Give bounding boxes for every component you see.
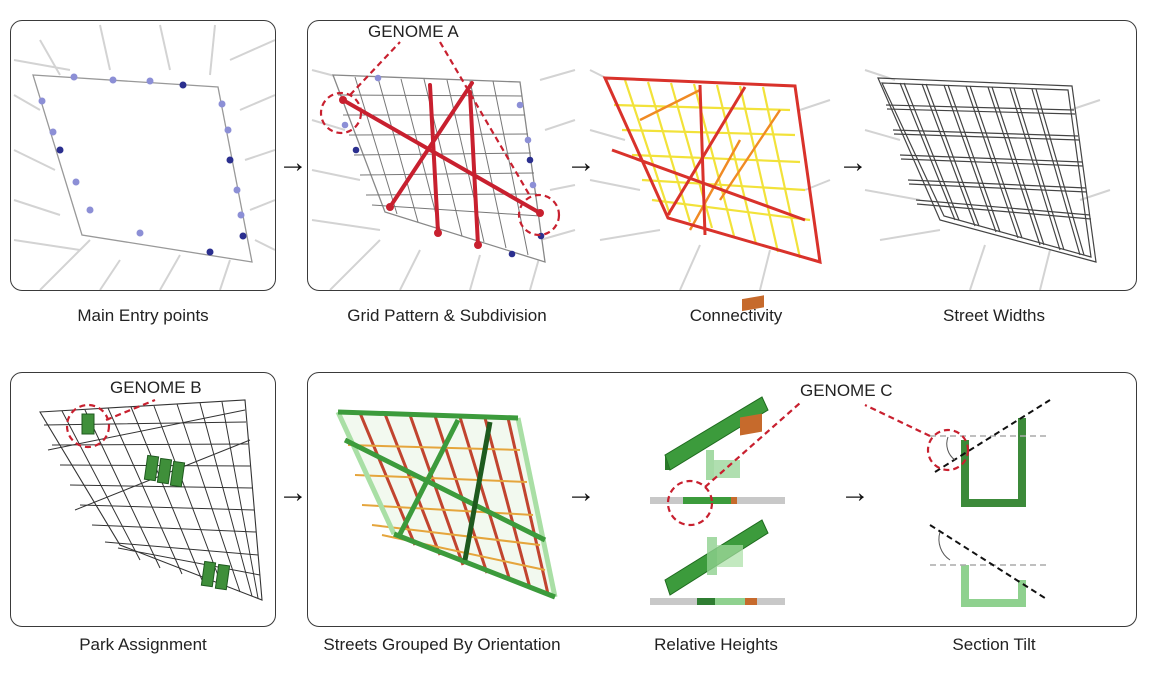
genome-a-label: GENOME A xyxy=(368,22,459,41)
connectivity-map xyxy=(589,69,831,290)
entry-points-map xyxy=(13,24,275,290)
genome-c-callout-heights xyxy=(666,402,801,527)
park-assignment-map xyxy=(39,398,263,601)
orientation-map xyxy=(335,409,558,600)
entry-point-markers xyxy=(38,73,247,256)
relative-heights-graphic xyxy=(650,295,801,605)
caption-relative-heights: Relative Heights xyxy=(654,635,778,654)
arrow-icon: → xyxy=(840,476,870,509)
genome-a-streets xyxy=(341,81,542,247)
arrow-icon: → xyxy=(838,146,868,179)
caption-park-assignment: Park Assignment xyxy=(79,635,207,654)
street-widths-map xyxy=(864,69,1111,290)
caption-grid-pattern: Grid Pattern & Subdivision xyxy=(347,306,547,325)
caption-street-widths: Street Widths xyxy=(942,306,1046,325)
caption-streets-grouped: Streets Grouped By Orientation xyxy=(323,635,561,654)
caption-connectivity: Connectivity xyxy=(689,306,783,325)
genome-c-callout-tilt xyxy=(864,404,970,472)
arrow-icon: → xyxy=(566,476,596,509)
park-blocks xyxy=(81,413,231,591)
arrow-icon: → xyxy=(278,476,308,509)
genome-a-callouts xyxy=(319,41,561,237)
genome-b-callout xyxy=(65,398,156,449)
arrow-icon: → xyxy=(278,146,308,179)
genome-c-label: GENOME C xyxy=(800,381,893,400)
grid-pattern-map xyxy=(311,41,576,290)
section-tilt-graphic xyxy=(864,399,1051,607)
caption-section-tilt: Section Tilt xyxy=(952,635,1036,654)
caption-main-entry-points: Main Entry points xyxy=(77,306,209,325)
genome-b-label: GENOME B xyxy=(110,378,202,397)
arrow-icon: → xyxy=(566,146,596,179)
